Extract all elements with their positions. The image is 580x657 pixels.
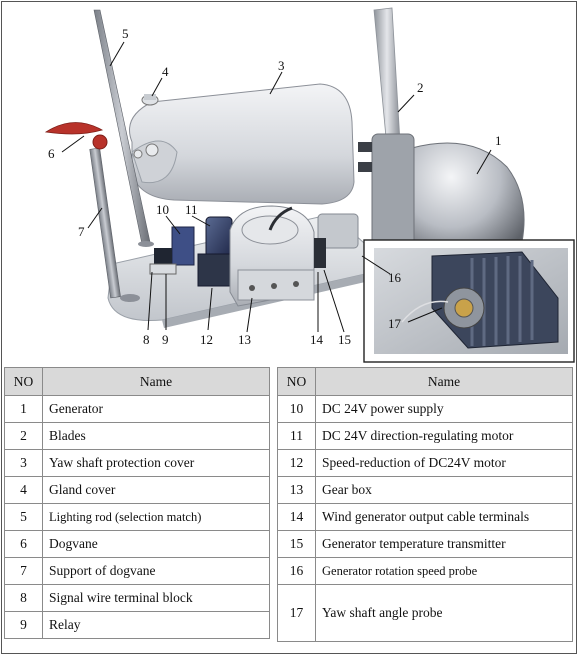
dogvane	[44, 122, 108, 150]
callout-14: 14	[310, 332, 324, 347]
callout-4: 4	[162, 64, 169, 79]
callout-8: 8	[143, 332, 150, 347]
row-name: Lighting rod (selection match)	[42, 503, 270, 531]
row-no: 14	[277, 503, 316, 531]
lighting-rod	[93, 9, 154, 247]
callout-1: 1	[495, 133, 502, 148]
callout-15: 15	[338, 332, 351, 347]
row-name: Generator	[42, 395, 270, 423]
table-header-row: NO Name	[4, 367, 270, 396]
row-name: Support of dogvane	[42, 557, 270, 585]
row-no: 15	[277, 530, 316, 558]
callout-9: 9	[162, 332, 169, 347]
row-name: DC 24V direction-regulating motor	[315, 422, 573, 450]
generator-dome	[358, 133, 525, 261]
callout-11: 11	[185, 202, 198, 217]
row-name: Yaw shaft protection cover	[42, 449, 270, 477]
row-no: 9	[4, 611, 43, 639]
column-header-name: Name	[315, 367, 573, 396]
row-no: 7	[4, 557, 43, 585]
row-name: DC 24V power supply	[315, 395, 573, 423]
column-header-no: NO	[277, 367, 316, 396]
row-no: 2	[4, 422, 43, 450]
callout-17: 17	[388, 316, 402, 331]
row-no: 16	[277, 557, 316, 585]
row-name: Relay	[42, 611, 270, 639]
yaw-shaft	[314, 213, 359, 268]
row-no: 17	[277, 584, 316, 642]
callout-10: 10	[156, 202, 169, 217]
leader-lines	[61, 41, 492, 333]
row-no: 4	[4, 476, 43, 504]
callout-6: 6	[48, 146, 55, 161]
table-header-row: NO Name	[277, 367, 573, 396]
row-name: Generator temperature transmitter	[315, 530, 573, 558]
row-name: Gear box	[315, 476, 573, 504]
callout-labels: 1 2 3 4 5 6 7 8 9 10 11 12 13 14 15 16 1…	[48, 26, 502, 347]
row-no: 6	[4, 530, 43, 558]
yaw-shaft-cover	[129, 83, 355, 205]
gear-box	[229, 205, 315, 307]
row-name: Dogvane	[42, 530, 270, 558]
power-supply	[149, 226, 195, 275]
dogvane-support	[89, 147, 140, 302]
row-name: Blades	[42, 422, 270, 450]
callout-5: 5	[122, 26, 129, 41]
row-no: 12	[277, 449, 316, 477]
row-no: 11	[277, 422, 316, 450]
row-no: 8	[4, 584, 43, 612]
callout-3: 3	[278, 58, 285, 73]
row-name: Signal wire terminal block	[42, 584, 270, 612]
row-name: Yaw shaft angle probe	[315, 584, 573, 642]
row-name: Speed-reduction of DC24V motor	[315, 449, 573, 477]
row-no: 3	[4, 449, 43, 477]
row-name: Wind generator output cable terminals	[315, 503, 573, 531]
callout-7: 7	[78, 224, 85, 239]
row-name: Gland cover	[42, 476, 270, 504]
gland-cover	[141, 94, 159, 106]
callout-16: 16	[388, 270, 402, 285]
row-no: 1	[4, 395, 43, 423]
row-no: 5	[4, 503, 43, 531]
nacelle-diagram: 1 2 3 4 5 6 7 8 9 10 11 12 13 14 15 16 1…	[2, 2, 576, 364]
row-no: 13	[277, 476, 316, 504]
row-name: Generator rotation speed probe	[315, 557, 573, 585]
inset-panel	[363, 239, 575, 363]
callout-2: 2	[417, 80, 424, 95]
callout-12: 12	[200, 332, 213, 347]
column-header-no: NO	[4, 367, 43, 396]
column-header-name: Name	[42, 367, 270, 396]
row-no: 10	[277, 395, 316, 423]
callout-13: 13	[238, 332, 251, 347]
